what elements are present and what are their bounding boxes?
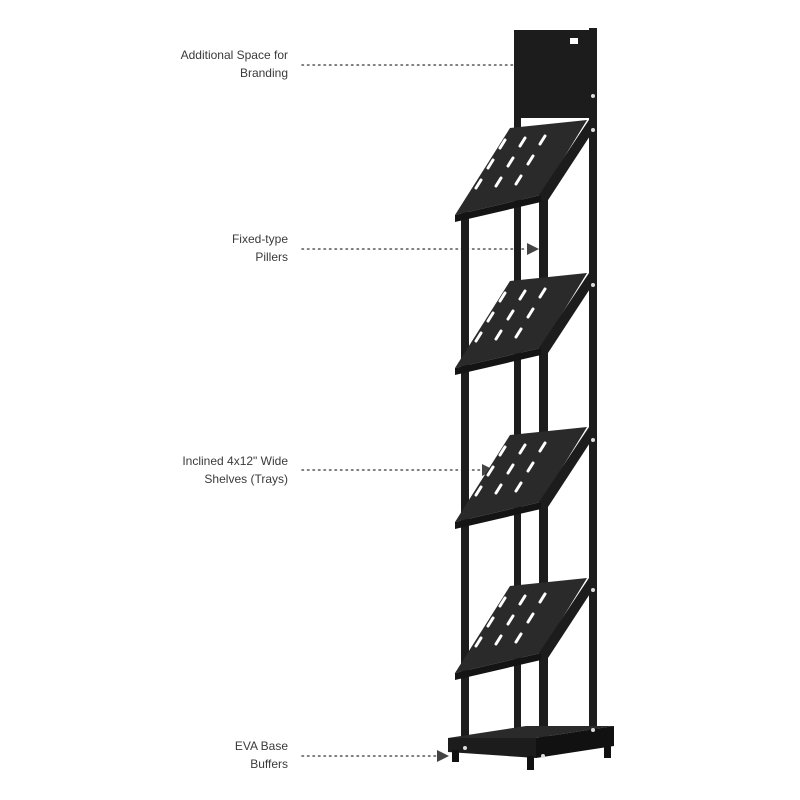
shelf-slot — [526, 461, 535, 473]
bolt — [591, 728, 595, 732]
shelf-tray — [455, 578, 597, 680]
shelf-slot — [494, 329, 503, 341]
shelf-slot — [506, 463, 515, 475]
shelf-slot — [494, 176, 503, 188]
shelf-slot — [474, 178, 483, 190]
shelf-slot — [526, 612, 535, 624]
callout-pillars: Fixed-type Pillers — [28, 230, 288, 266]
shelf-lip — [455, 348, 541, 375]
shelf-slot — [538, 592, 547, 604]
bolt — [591, 94, 595, 98]
shelf-slot — [486, 465, 495, 477]
shelf-tray — [455, 120, 597, 222]
pillar-front-left — [461, 212, 469, 737]
bolt — [591, 128, 595, 132]
base-platform-front — [448, 738, 536, 758]
shelf-slot — [498, 445, 507, 457]
shelf-slot — [498, 596, 507, 608]
base-platform-top — [448, 726, 614, 738]
shelf-slot — [498, 291, 507, 303]
shelf-slot — [538, 134, 547, 146]
shelf-slot — [514, 327, 523, 339]
shelf-slot — [486, 311, 495, 323]
shelf-surface — [455, 578, 587, 673]
callout-base: EVA Base Buffers — [28, 737, 288, 773]
shelf-slot — [518, 136, 527, 148]
shelf-slot — [474, 485, 483, 497]
callout-shelves: Inclined 4x12" Wide Shelves (Trays) — [28, 452, 288, 488]
bolt — [591, 283, 595, 287]
shelf-slot — [518, 289, 527, 301]
bolt — [591, 438, 595, 442]
shelf-side-rail — [539, 120, 597, 200]
shelf-slot — [474, 636, 483, 648]
bolt — [591, 588, 595, 592]
eva-buffer-front-left — [452, 750, 459, 762]
leader-arrowhead — [527, 243, 539, 255]
shelf-slot — [538, 441, 547, 453]
shelf-slot — [526, 307, 535, 319]
shelf-side-rail — [539, 273, 597, 353]
shelf-slot — [486, 158, 495, 170]
shelf-slot — [514, 174, 523, 186]
shelf-slot — [494, 483, 503, 495]
shelf-slot — [506, 309, 515, 321]
callout-branding-line-1: Additional Space for — [180, 48, 288, 62]
branding-panel — [514, 30, 596, 118]
shelf-slot — [506, 614, 515, 626]
bolt — [463, 746, 467, 750]
shelf-slot — [518, 594, 527, 606]
bolt — [541, 754, 545, 758]
display-rack — [448, 28, 614, 770]
callout-base-line-1: EVA Base — [234, 739, 288, 753]
pillar-back-left — [514, 110, 521, 730]
shelf-slot — [518, 443, 527, 455]
eva-buffer-front-right — [527, 756, 534, 770]
shelf-slot — [486, 616, 495, 628]
shelf-slot — [526, 154, 535, 166]
shelf-lip — [455, 653, 541, 680]
shelf-surface — [455, 427, 587, 522]
leader-arrowhead — [437, 750, 449, 762]
shelf-surface — [455, 273, 587, 368]
callout-shelves-line-2: Shelves (Trays) — [204, 472, 288, 486]
callout-pillars-line-2: Pillers — [255, 250, 288, 264]
callout-base-line-2: Buffers — [250, 757, 288, 771]
pillar-back-right — [589, 28, 597, 733]
callout-branding-line-2: Branding — [239, 66, 288, 80]
shelf-lip — [455, 502, 541, 529]
callout-shelves-line-1: Inclined 4x12" Wide — [182, 454, 288, 468]
shelf-slot — [538, 287, 547, 299]
shelf-lip — [455, 195, 541, 222]
shelf-slot — [494, 634, 503, 646]
shelf-side-rail — [539, 578, 597, 658]
shelf-slot — [514, 481, 523, 493]
shelf-slot — [514, 632, 523, 644]
shelf-tray — [455, 427, 597, 529]
shelf-surface — [455, 120, 587, 215]
eva-buffer-back-right — [604, 744, 611, 758]
shelf-side-rail — [539, 427, 597, 507]
shelf-slot — [474, 331, 483, 343]
shelf-slot — [506, 156, 515, 168]
shelf-tray — [455, 273, 597, 375]
callout-pillars-line-1: Fixed-type — [231, 232, 288, 246]
base-platform-side — [536, 726, 614, 758]
shelf-slot — [498, 138, 507, 150]
callout-branding: Additional Space for Branding — [28, 46, 288, 82]
logo-mark — [570, 38, 578, 44]
